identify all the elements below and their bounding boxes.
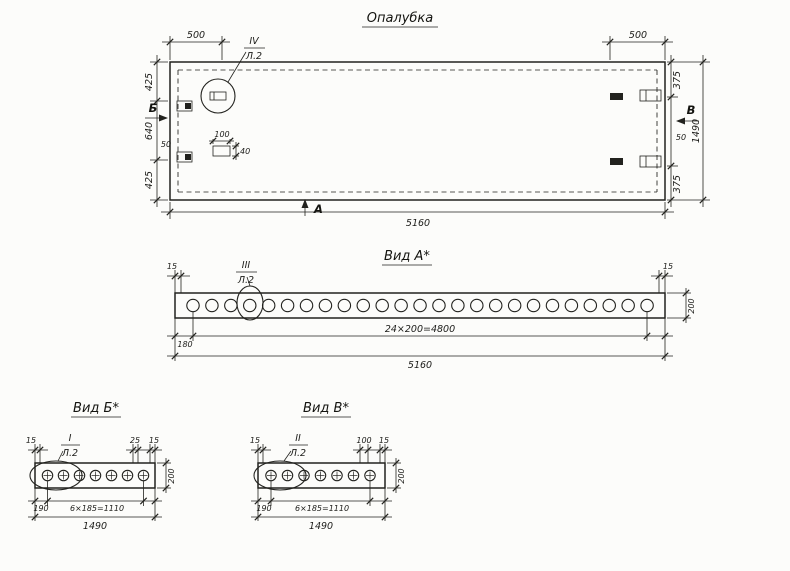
dim-top-left-500: 500	[162, 30, 230, 60]
dim-text-top-left: 500	[187, 30, 205, 41]
dim-text-v-spacing: 6×185=1110	[295, 504, 349, 513]
dim-top-right-500: 500	[602, 30, 673, 60]
dim-text-b-15r: 15	[149, 436, 159, 445]
dim-text-left-bottom: 425	[144, 171, 155, 189]
detail-callout-iii: III Л.2	[236, 260, 264, 321]
view-v-strip	[257, 462, 386, 489]
dim-text-a-spacing: 24×200=4800	[385, 324, 455, 335]
view-v-title-group: Вид В*	[301, 401, 351, 418]
dim-text-v-15r: 15	[379, 436, 389, 445]
callout-ellipse-ii	[253, 460, 307, 491]
section-arrow-a	[301, 199, 309, 208]
detail-callout-ii: II Л.2	[253, 433, 308, 491]
dim-text-a-15l: 15	[167, 262, 177, 271]
callout-iv-sheet: Л.2	[245, 51, 262, 62]
dim-left-chain: 425 640 425 50	[144, 55, 171, 207]
dim-text-right-offset: 50	[676, 133, 686, 142]
dim-text-a-180: 180	[177, 340, 192, 349]
section-label-b: Б	[149, 101, 158, 115]
view-b-title: Вид Б*	[73, 401, 119, 416]
dim-text-v-height: 200	[397, 468, 406, 483]
insert-detail: 100 40	[209, 130, 250, 160]
callout-iii-number: III	[242, 260, 251, 271]
section-marker-b: Б	[145, 101, 168, 122]
dim-view-b-bottom: 190 6×185=1110 1490	[28, 481, 162, 532]
dim-text-plan-overall: 5160	[406, 218, 430, 229]
dim-text-b-15l: 15	[26, 436, 36, 445]
view-v-holes	[265, 469, 376, 482]
dim-text-left-top: 425	[144, 73, 155, 91]
dim-text-right-overall: 1490	[691, 119, 702, 143]
callout-ii-sheet: Л.2	[289, 448, 306, 459]
dim-text-b-spacing: 6×185=1110	[70, 504, 124, 513]
section-label-a: А	[313, 202, 323, 216]
dim-text-v-190: 190	[256, 504, 271, 513]
section-label-v: В	[687, 103, 696, 117]
dim-text-left-mid: 640	[144, 122, 155, 140]
dim-bottom-overall: 5160	[161, 202, 674, 229]
detail-callout-i: I Л.2	[29, 433, 83, 491]
callout-ellipse-i	[29, 460, 83, 491]
callout-ellipse-iii	[236, 285, 264, 321]
dim-text-a-15r: 15	[663, 262, 673, 271]
left-embedded-parts	[176, 100, 193, 163]
callout-i-number: I	[69, 433, 72, 444]
dim-text-right-top: 375	[672, 71, 683, 89]
view-b-holes	[41, 469, 150, 482]
insert-width-dim: 100	[214, 130, 229, 139]
dim-right-overall: 1490	[691, 55, 707, 207]
dim-view-b-top: 15 25 15	[26, 436, 162, 463]
dim-view-v-bottom: 190 6×185=1110 1490	[251, 481, 392, 532]
view-v-title: Вид В*	[303, 401, 349, 416]
section-arrow-b	[159, 114, 168, 122]
view-a: Вид А* III Л.2 15 15	[167, 249, 696, 371]
dim-text-b-gap: 25	[130, 436, 140, 445]
formwork-outline	[169, 61, 666, 201]
view-b-title-group: Вид Б*	[71, 401, 121, 418]
dim-text-a-overall: 5160	[408, 360, 432, 371]
formwork-inner-edges	[177, 69, 658, 193]
dim-text-a-height: 200	[687, 298, 696, 313]
plan-view: Опалубка IV	[144, 11, 710, 229]
section-marker-v: В	[676, 103, 699, 125]
view-a-title-group: Вид А*	[382, 249, 432, 266]
dim-right-chain: 375 375 50	[667, 55, 710, 207]
dim-view-a-height: 200	[667, 288, 696, 323]
dim-text-right-bottom: 375	[672, 175, 683, 193]
plan-title-group: Опалубка	[362, 11, 438, 28]
plan-title: Опалубка	[367, 11, 434, 26]
dim-view-a-edge-left: 15	[167, 262, 190, 293]
dim-view-a-bottom: 180 24×200=4800 5160	[167, 312, 673, 371]
dim-text-left-offset: 50	[161, 140, 171, 149]
view-a-strip	[174, 292, 666, 319]
insert-height-dim: 40	[240, 147, 250, 156]
dim-text-b-190: 190	[33, 504, 48, 513]
dim-view-a-edge-right: 15	[651, 262, 673, 293]
dim-text-v-15l: 15	[250, 436, 260, 445]
view-b-strip	[34, 462, 156, 489]
dim-text-b-overall: 1490	[83, 521, 107, 532]
callout-iv-number: IV	[249, 36, 260, 47]
dim-text-top-right: 500	[629, 30, 647, 41]
section-arrow-v	[676, 117, 685, 125]
callout-circle-iv	[200, 78, 236, 114]
right-embedded-parts	[610, 89, 662, 168]
view-b: Вид Б* I Л.2 15 25 15	[26, 401, 176, 532]
dim-view-v-top: 15 100 15	[250, 436, 392, 463]
dim-view-b-height: 200	[157, 458, 176, 493]
view-v: Вид В* II Л.2 15 100 15	[250, 401, 406, 532]
callout-iii-sheet: Л.2	[237, 275, 254, 286]
callout-ii-number: II	[295, 433, 301, 444]
dim-text-b-height: 200	[167, 468, 176, 483]
view-a-title: Вид А*	[384, 249, 430, 264]
section-marker-a: А	[301, 199, 323, 216]
dim-text-v-overall: 1490	[309, 521, 333, 532]
dim-view-v-height: 200	[387, 458, 406, 493]
detail-callout-iv: IV Л.2	[200, 36, 265, 114]
callout-i-sheet: Л.2	[61, 448, 78, 459]
view-a-holes	[186, 298, 654, 313]
dim-text-v-gap: 100	[356, 436, 371, 445]
